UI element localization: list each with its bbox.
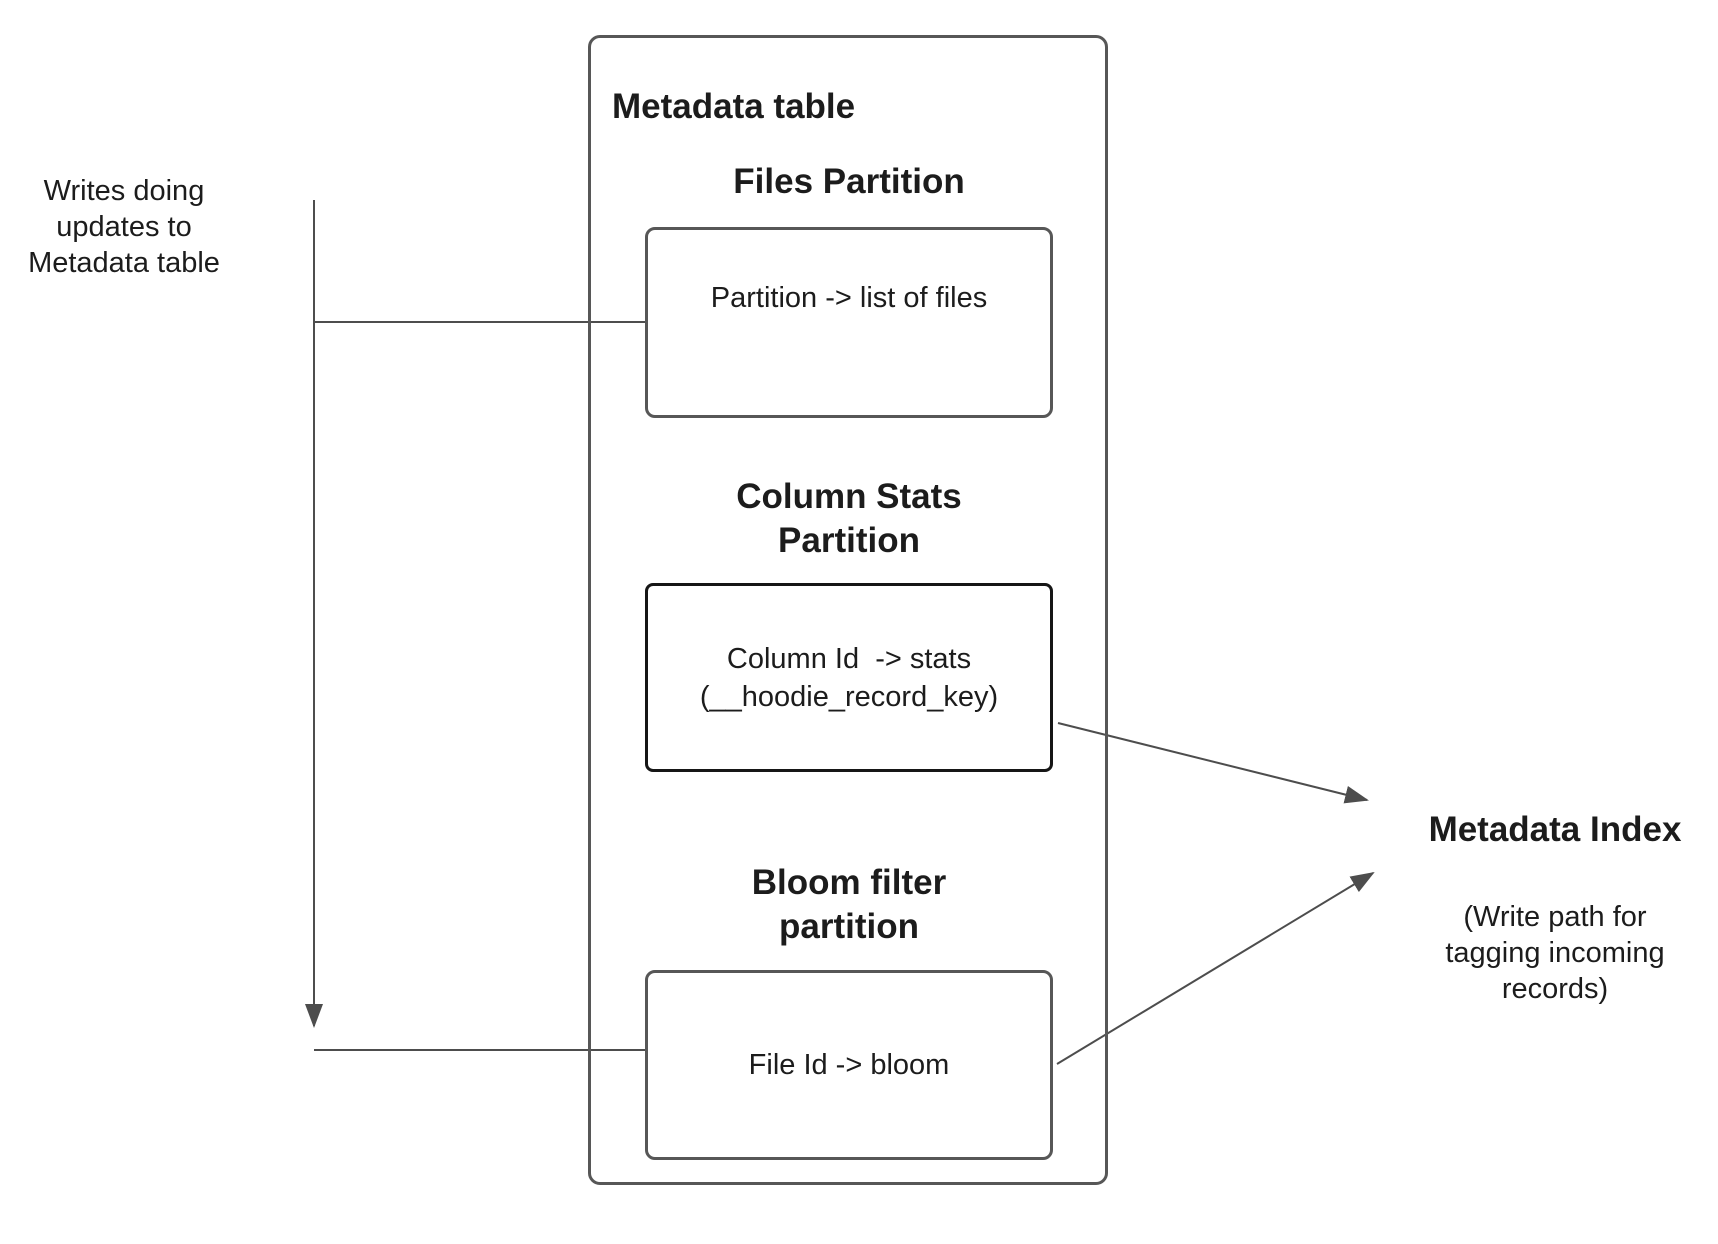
column-stats-partition-box: Column Id -> stats (__hoodie_record_key) <box>645 583 1053 772</box>
metadata-index-subtitle-line: tagging incoming <box>1445 937 1665 969</box>
files-partition-box: Partition -> list of files <box>645 227 1053 418</box>
metadata-index-subtitle-line: (Write path for <box>1463 901 1647 933</box>
metadata-index-subtitle-line: records) <box>1501 973 1609 1005</box>
writes-updates-label-line: Writes doing <box>43 175 205 207</box>
files-partition-box-text: Partition -> list of files <box>710 281 988 314</box>
column-stats-heading-line: Partition <box>778 521 920 560</box>
column-stats-heading-line: Column Stats <box>736 477 962 516</box>
bloom-filter-heading-line: partition <box>779 907 919 946</box>
bloom-filter-partition-box: File Id -> bloom <box>645 970 1053 1160</box>
writes-updates-label-line: updates to <box>56 211 192 243</box>
metadata-index-title: Metadata Index <box>1428 810 1682 849</box>
metadata-table-title: Metadata table <box>612 87 856 126</box>
writes-updates-label-line: Metadata table <box>28 247 220 279</box>
metadata-index-subtitle: (Write path for tagging incoming records… <box>1415 899 1695 1007</box>
column-stats-partition-heading: Column Stats Partition <box>645 475 1053 563</box>
writes-updates-label: Writes doing updates to Metadata table <box>4 173 244 281</box>
column-stats-box-text-line: Column Id -> stats <box>726 642 972 675</box>
bloom-filter-heading-line: Bloom filter <box>751 863 947 902</box>
column-stats-box-text-line: (__hoodie_record_key) <box>699 680 999 713</box>
bloom-filter-box-text: File Id -> bloom <box>748 1049 950 1081</box>
metadata-table-box <box>588 35 1108 1185</box>
bloom-filter-partition-heading: Bloom filter partition <box>645 861 1053 949</box>
files-partition-heading: Files Partition <box>733 162 965 201</box>
